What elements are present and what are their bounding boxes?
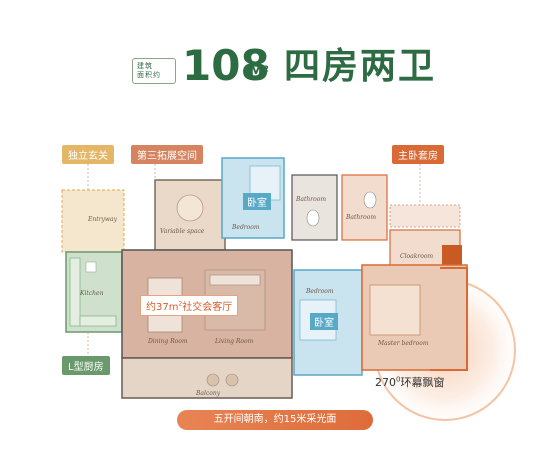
bay-window-label: 2700环幕飘窗 bbox=[375, 374, 444, 390]
window-sup: 0 bbox=[396, 375, 401, 384]
master-suite-tag: 主卧套房 bbox=[392, 145, 444, 164]
room-bedroom-mid: Bedroom bbox=[306, 288, 334, 295]
window-prefix: 270 bbox=[375, 376, 396, 389]
entryway-room bbox=[61, 189, 125, 253]
social-prefix: 约37m bbox=[146, 302, 179, 313]
bedroom-a-tag: 卧室 bbox=[243, 193, 271, 210]
area-value: 108 bbox=[182, 41, 270, 90]
balcony-chair-2 bbox=[225, 373, 239, 387]
stove bbox=[85, 261, 97, 273]
room-bedroom-top: Bedroom bbox=[232, 224, 260, 231]
area-unit: M² bbox=[249, 64, 270, 80]
master-bed bbox=[369, 284, 421, 336]
bathroom-1-room bbox=[291, 174, 338, 241]
social-sup: 2 bbox=[178, 300, 183, 308]
area-badge: 建筑 面积约 bbox=[132, 58, 176, 84]
room-balcony: Balcony bbox=[196, 390, 221, 397]
room-cloakroom: Cloakroom bbox=[400, 253, 434, 260]
third-space-tag: 第三拓展空间 bbox=[131, 145, 203, 164]
layout-title: 四房两卫 bbox=[284, 46, 437, 87]
social-living-label: 约37m2社交会客厅 bbox=[140, 295, 239, 316]
room-dining: Dining Room bbox=[148, 338, 188, 345]
l-kitchen-tag: L型厨房 bbox=[62, 356, 110, 375]
badge-line2: 面积约 bbox=[137, 71, 161, 79]
round-rug bbox=[176, 194, 204, 222]
wardrobe bbox=[389, 204, 461, 228]
balcony-room bbox=[121, 357, 293, 399]
bottom-note: 五开间朝南，约15米采光面 bbox=[177, 410, 373, 430]
room-bathroom-2: Bathroom bbox=[346, 214, 377, 221]
balcony-chair-1 bbox=[206, 373, 220, 387]
toilet-2 bbox=[363, 191, 377, 209]
room-living: Living Room bbox=[215, 338, 254, 345]
window-suffix: 环幕飘窗 bbox=[400, 376, 445, 389]
bay-window bbox=[430, 267, 468, 371]
sofa bbox=[209, 274, 261, 286]
room-kitchen: Kitchen bbox=[80, 290, 104, 297]
room-variable-space: Variable space bbox=[160, 228, 205, 235]
badge-line1: 建筑 bbox=[137, 62, 153, 70]
kitchen-counter-2 bbox=[79, 315, 117, 327]
social-suffix: 社交会客厅 bbox=[182, 302, 233, 313]
toilet-1 bbox=[306, 209, 320, 227]
room-bathroom-1: Bathroom bbox=[296, 196, 327, 203]
room-master-bedroom: Master bedroom bbox=[378, 340, 429, 347]
bedroom-b-tag: 卧室 bbox=[310, 313, 338, 330]
room-entryway: Entryway bbox=[88, 216, 118, 223]
kitchen-counter bbox=[69, 257, 81, 327]
entrance-tag: 独立玄关 bbox=[62, 145, 114, 164]
bathroom-2-room bbox=[341, 174, 388, 241]
